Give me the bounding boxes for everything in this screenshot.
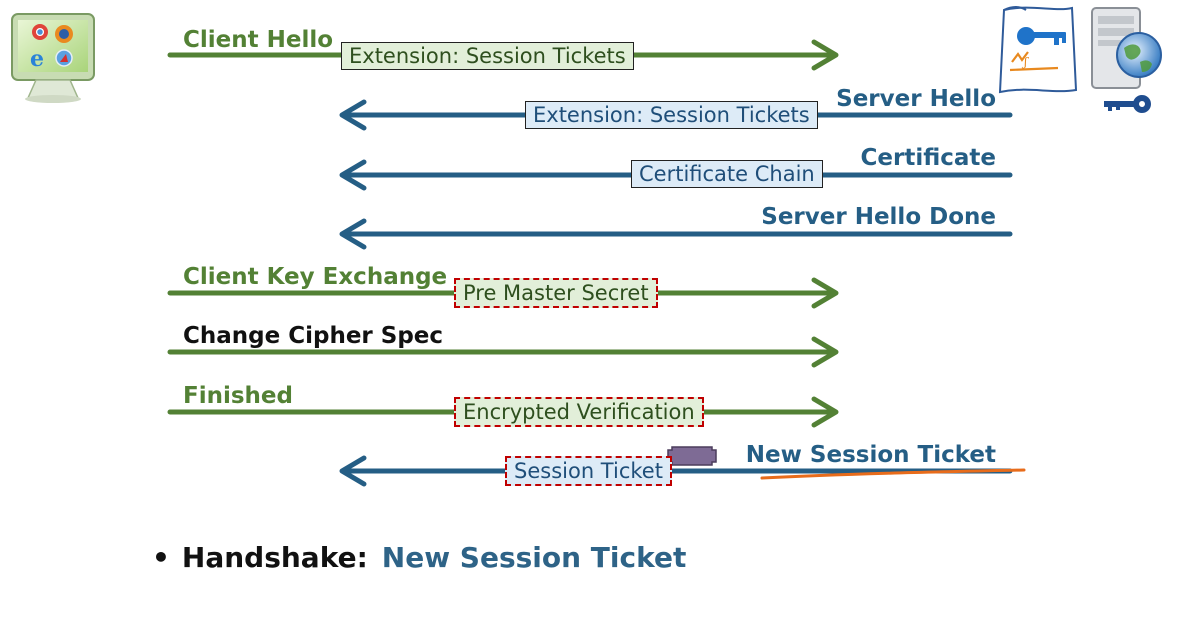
server-hello-done-label: Server Hello Done [761,204,996,230]
bullet-dot: • [152,541,170,574]
arrow-head-6 [811,336,839,368]
certificate-label: Certificate [860,145,997,171]
ticket-icon [667,446,717,466]
arrow-head-1 [811,39,839,71]
arrow-head-3 [339,159,367,191]
change-cipher-spec-label: Change Cipher Spec [183,323,444,349]
bullet-key: Handshake: [181,541,368,574]
ie-icon: e [30,46,44,72]
finished-label: Finished [183,383,293,409]
arrow-head-7 [811,396,839,428]
new-session-ticket-label: New Session Ticket [745,442,996,468]
server-hello-label: Server Hello [836,86,996,112]
pre-master-secret-box: Pre Master Secret [454,278,658,308]
server-icon: ʃ [998,6,1162,113]
highlight-underline [760,468,1026,480]
arrow-head-8 [339,455,367,487]
encrypted-verification-box: Encrypted Verification [454,397,704,427]
arrow-head-2 [339,99,367,131]
session-ticket-box: Session Ticket [505,456,672,486]
certificate-chain-box: Certificate Chain [631,160,823,188]
server-hello-extension-box: Extension: Session Tickets [525,101,818,129]
arrow-head-5 [811,277,839,309]
client-key-exchange-label: Client Key Exchange [183,264,448,290]
client-hello-extension-box: Extension: Session Tickets [341,42,634,70]
arrow-head-4 [339,218,367,250]
server-tower-icon [1091,7,1162,89]
client-hello-label: Client Hello [183,27,334,53]
client-computer-icon: e [11,13,95,103]
svg-text:ʃ: ʃ [1021,55,1030,69]
handshake-bullet: • Handshake: New Session Ticket [152,541,686,574]
certificate-icon: ʃ [998,6,1078,94]
bullet-value: New Session Ticket [381,541,687,574]
key-icon [1104,95,1151,113]
